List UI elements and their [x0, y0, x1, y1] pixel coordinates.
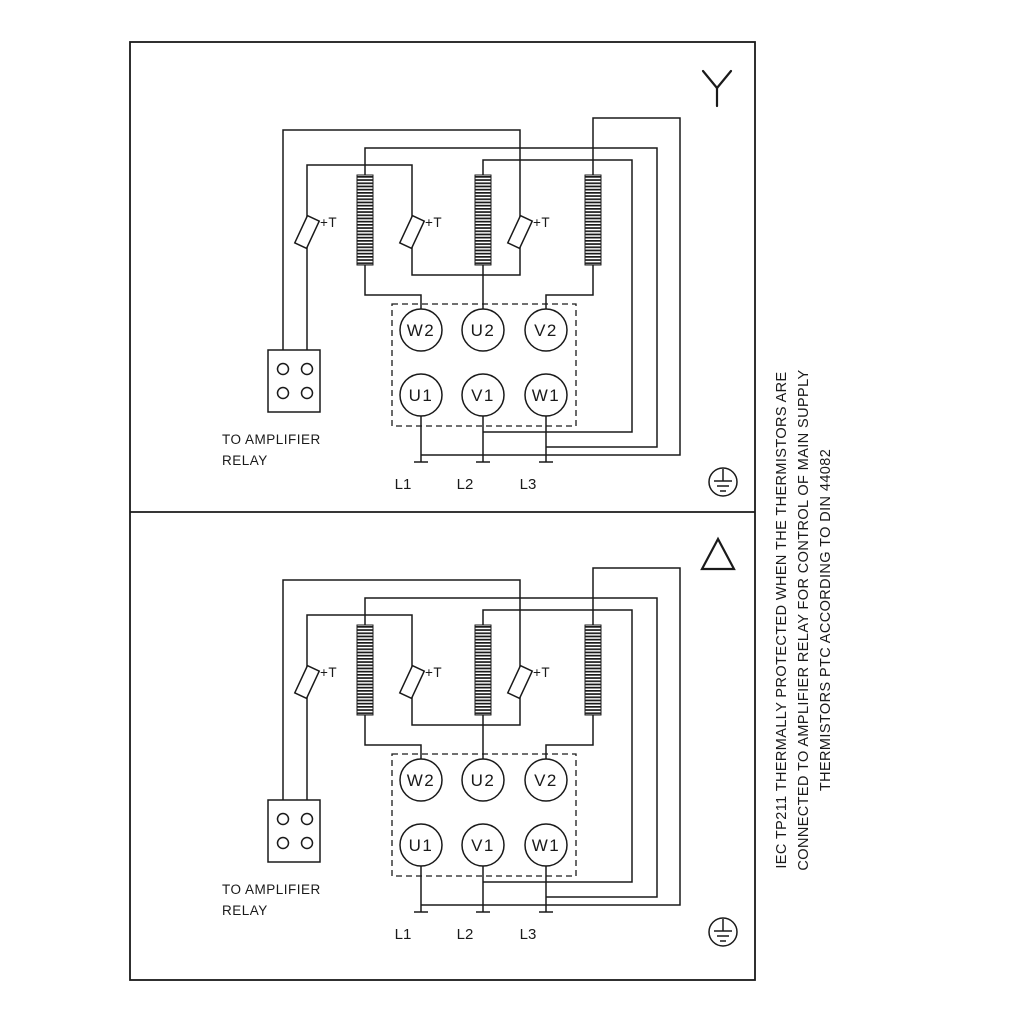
side-note-line2: CONNECTED TO AMPLIFIER RELAY FOR CONTROL… — [796, 369, 812, 870]
winding-loop-wire — [421, 117, 681, 456]
star-connection-icon — [701, 69, 733, 108]
terminal-label-u2: U2 — [471, 321, 496, 340]
terminal-u2: U2 — [461, 308, 505, 352]
relay-terminal — [276, 362, 290, 376]
thermistor-label: +T — [320, 215, 337, 230]
thermistor-symbol — [506, 205, 534, 260]
supply-line-label-l1: L1 — [395, 476, 412, 493]
winding-coil — [474, 174, 492, 266]
drawing-frame — [129, 41, 756, 981]
side-note-line1: IEC TP211 THERMALLY PROTECTED WHEN THE T… — [774, 371, 790, 868]
terminal-v1: V1 — [461, 373, 505, 417]
terminal-board-outline — [391, 303, 577, 427]
terminal-label-v1: V1 — [471, 386, 495, 405]
supply-lead-l2 — [476, 416, 490, 463]
coil-terminal-link — [364, 265, 422, 309]
delta-connection-icon — [700, 536, 736, 571]
winding-loop-wire — [364, 147, 658, 448]
thermistor-label: +T — [425, 215, 442, 230]
relay-terminal — [300, 362, 314, 376]
relay-terminal — [276, 386, 290, 400]
thermistor-chain-wire — [282, 129, 521, 363]
earth-ground-icon — [708, 467, 738, 497]
winding-loop-wire — [482, 159, 633, 433]
terminal-label-w2: W2 — [407, 321, 436, 340]
terminal-label-v2: V2 — [534, 321, 558, 340]
thermistor-symbol — [293, 205, 321, 260]
side-note-line3: THERMISTORS PTC ACCORDING TO DIN 44082 — [818, 449, 834, 791]
motor-wiring-panel-delta — [221, 567, 738, 947]
side-note: IEC TP211 THERMALLY PROTECTED WHEN THE T… — [774, 369, 834, 870]
relay-caption-line2: RELAY — [222, 453, 268, 468]
terminal-u1: U1 — [399, 373, 443, 417]
terminal-label-u1: U1 — [409, 386, 434, 405]
terminal-label-w1: W1 — [532, 386, 561, 405]
thermistor-symbol — [398, 205, 426, 260]
terminal-w1: W1 — [524, 373, 568, 417]
amplifier-relay-box — [267, 349, 321, 413]
relay-caption-line1: TO AMPLIFIER — [222, 432, 321, 447]
supply-lead-l3 — [539, 416, 553, 463]
thermistor-label: +T — [533, 215, 550, 230]
coil-terminal-link — [545, 265, 594, 309]
supply-lead-l1 — [414, 416, 428, 463]
supply-line-label-l3: L3 — [520, 476, 537, 493]
thermistor-link-wire — [306, 164, 413, 205]
winding-coil — [584, 174, 602, 266]
relay-terminal — [300, 386, 314, 400]
motor-wiring-panel: +T +T +T TO AMPLIFIER RELAY W2 U2 — [222, 117, 738, 497]
winding-coil — [356, 174, 374, 266]
supply-line-label-l2: L2 — [457, 476, 474, 493]
thermistor-link-wire — [411, 260, 521, 276]
terminal-v2: V2 — [524, 308, 568, 352]
terminal-w2: W2 — [399, 308, 443, 352]
